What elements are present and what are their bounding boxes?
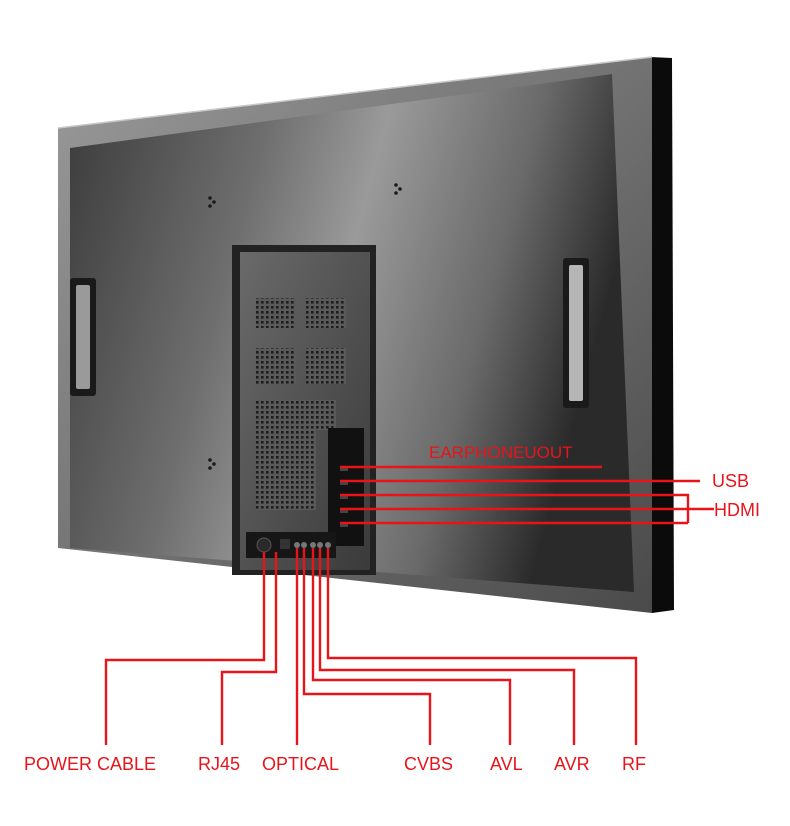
cvbs-label: CVBS — [404, 754, 453, 774]
optical-label: OPTICAL — [262, 754, 339, 774]
usb-label: USB — [712, 471, 749, 491]
earphone-label: EARPHONEUOUT — [429, 443, 573, 462]
electronics-box — [232, 245, 376, 575]
callout-lines — [104, 465, 714, 745]
side-bezel — [650, 57, 674, 613]
hdmi-label: HDMI — [714, 500, 760, 520]
right-handle — [563, 258, 589, 408]
rf-callout-line — [326, 548, 638, 745]
power-cable-label: POWER CABLE — [24, 754, 156, 774]
avr-label: AVR — [554, 754, 590, 774]
avr-callout-line — [318, 548, 576, 745]
mount-screws — [208, 183, 402, 470]
cvbs-callout-line — [302, 548, 432, 745]
rj45-label: RJ45 — [198, 754, 240, 774]
hdmi-callout-line-1 — [340, 493, 690, 523]
avl-label: AVL — [490, 754, 523, 774]
rj45-callout-line — [220, 552, 278, 745]
rf-label: RF — [622, 754, 646, 774]
avl-callout-line — [311, 548, 512, 745]
callout-labels: EARPHONEUOUT USB HDMI POWER CABLE RJ45 O… — [24, 443, 760, 774]
left-handle — [70, 278, 96, 396]
power-cable-callout-line — [104, 552, 266, 745]
